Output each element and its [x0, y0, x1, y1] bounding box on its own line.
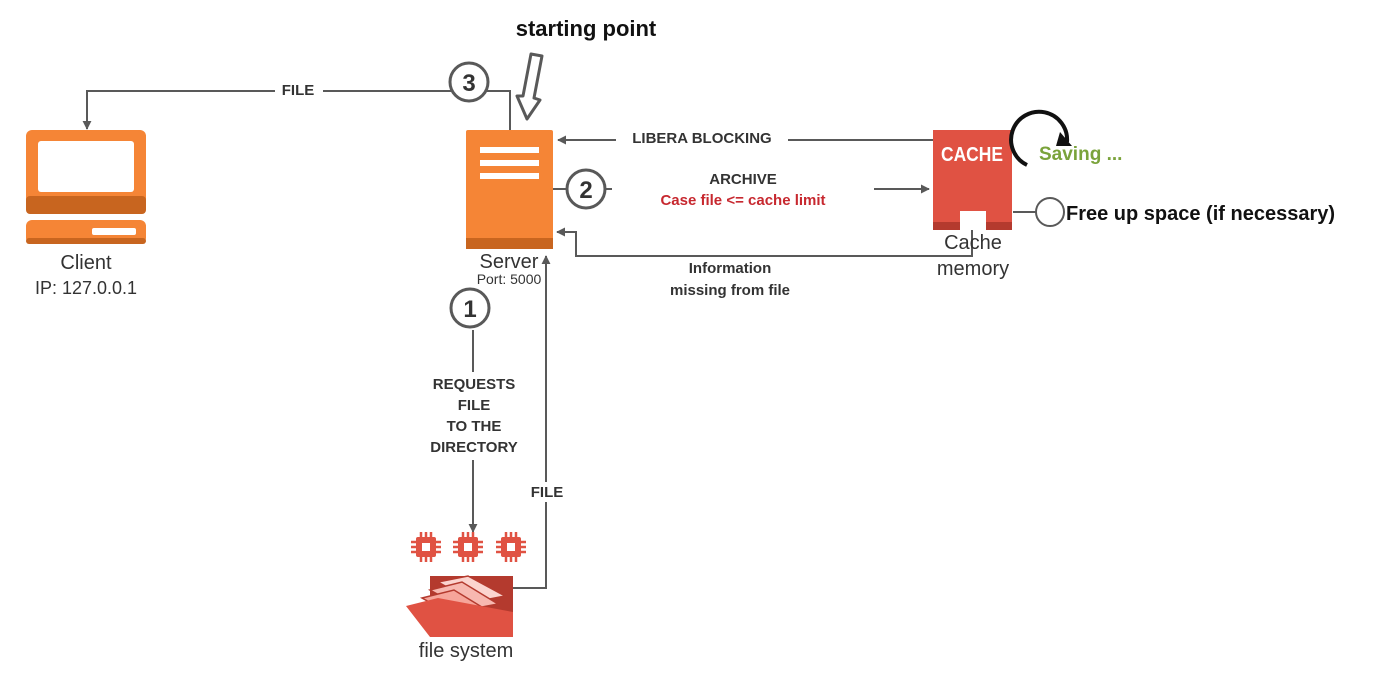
cache-icon: CACHE [933, 130, 1012, 230]
filesystem-node: file system [406, 575, 513, 662]
step-number-3: 3 [462, 70, 475, 97]
edge-label-file-client: FILE [282, 82, 315, 99]
folder-icon [406, 575, 513, 637]
server-icon [466, 130, 553, 249]
edge-libera-blocking: LIBERA BLOCKING [557, 128, 933, 148]
edge-label-requests-1: REQUESTS [433, 376, 516, 393]
cache-badge: CACHE [941, 144, 1003, 166]
edge-archive: ARCHIVE Case file <= cache limit [553, 167, 930, 211]
edge-requests-file: REQUESTS FILE TO THE DIRECTORY [420, 330, 528, 533]
chip-icon-group [411, 532, 526, 562]
edge-free-space [1013, 197, 1065, 227]
server-label: Server [480, 251, 539, 273]
cache-node: CACHE Cache memory [933, 130, 1012, 280]
edge-label-requests-2: FILE [458, 397, 491, 414]
edge-label-file-fs: FILE [531, 484, 564, 501]
client-label: Client [60, 252, 112, 274]
cache-label-line2: memory [937, 258, 1009, 280]
edge-label-missing-line1: Information [689, 260, 772, 277]
chip-icon [411, 532, 441, 562]
edge-file-to-client: FILE [82, 80, 511, 130]
cache-label-line1: Cache [944, 232, 1002, 254]
starting-point-arrow [515, 52, 544, 121]
edge-label-requests-4: DIRECTORY [430, 439, 518, 456]
edge-file-from-filesystem: FILE [513, 255, 568, 589]
edge-label-requests-3: TO THE [447, 418, 502, 435]
free-space-annotation: Free up space (if necessary) [1066, 203, 1335, 225]
step-number-2: 2 [579, 177, 592, 204]
step-marker-3: 3 [448, 61, 490, 103]
computer-icon [26, 130, 146, 244]
edge-label-libera-blocking: LIBERA BLOCKING [632, 130, 771, 147]
server-port: Port: 5000 [477, 271, 542, 287]
edge-information-missing: Information missing from file [556, 227, 973, 299]
server-node: Server Port: 5000 [466, 130, 553, 287]
client-node: Client IP: 127.0.0.1 [26, 130, 146, 298]
edge-label-archive: ARCHIVE [709, 171, 777, 188]
edge-label-archive-condition: Case file <= cache limit [660, 192, 825, 209]
step-marker-2: 2 [565, 168, 607, 210]
step-marker-1: 1 [449, 287, 491, 329]
chip-icon [453, 532, 483, 562]
client-ip: IP: 127.0.0.1 [35, 278, 137, 298]
filesystem-label: file system [419, 640, 513, 662]
refresh-icon [1009, 109, 1072, 167]
saving-annotation: Saving ... [1039, 144, 1122, 165]
step-number-1: 1 [463, 296, 476, 323]
edge-label-missing-line2: missing from file [670, 282, 790, 299]
diagram-title: starting point [516, 16, 657, 41]
chip-icon [496, 532, 526, 562]
